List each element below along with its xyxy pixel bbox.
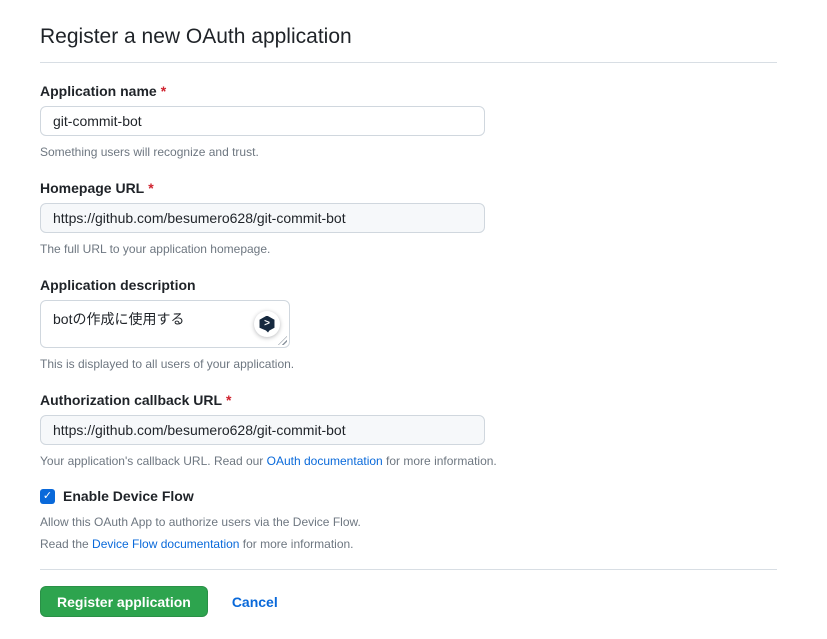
app-description-label: Application description bbox=[40, 277, 196, 293]
oauth-documentation-link[interactable]: OAuth documentation bbox=[266, 454, 383, 468]
callback-url-note-after: for more information. bbox=[382, 454, 497, 468]
device-flow-row: ✓ Enable Device Flow bbox=[40, 488, 777, 504]
title-divider bbox=[40, 62, 777, 63]
app-description-note: This is displayed to all users of your a… bbox=[40, 357, 295, 371]
callback-url-group: Authorization callback URL* Your applica… bbox=[40, 392, 777, 469]
app-name-label-text: Application name bbox=[40, 83, 157, 99]
homepage-url-label-text: Homepage URL bbox=[40, 180, 145, 196]
callback-url-note-before: Your application's callback URL. Read ou… bbox=[40, 454, 267, 468]
homepage-url-group: Homepage URL* The full URL to your appli… bbox=[40, 180, 777, 257]
device-flow-documentation-link[interactable]: Device Flow documentation bbox=[92, 537, 240, 551]
app-description-group: Application description > This is displa… bbox=[40, 277, 777, 372]
homepage-url-label: Homepage URL* bbox=[40, 180, 777, 196]
callback-url-label: Authorization callback URL* bbox=[40, 392, 777, 408]
device-flow-note-2-before: Read the bbox=[40, 537, 93, 551]
app-name-input[interactable] bbox=[40, 106, 485, 136]
callback-url-label-text: Authorization callback URL bbox=[40, 392, 223, 408]
textarea-resize-handle-icon[interactable] bbox=[278, 336, 287, 345]
required-asterisk: * bbox=[148, 180, 154, 196]
callback-url-input[interactable] bbox=[40, 415, 485, 445]
app-name-label: Application name* bbox=[40, 83, 777, 99]
actions-divider bbox=[40, 569, 777, 570]
device-flow-checkbox[interactable]: ✓ bbox=[40, 488, 55, 504]
app-description-textarea-wrap: > bbox=[40, 300, 290, 348]
homepage-url-input[interactable] bbox=[40, 203, 485, 233]
app-name-group: Application name* Something users will r… bbox=[40, 83, 777, 160]
homepage-url-note: The full URL to your application homepag… bbox=[40, 242, 271, 256]
device-flow-note-1: Allow this OAuth App to authorize users … bbox=[40, 515, 361, 529]
chat-code-icon: > bbox=[259, 315, 275, 333]
required-asterisk: * bbox=[226, 392, 232, 408]
app-description-textarea[interactable] bbox=[40, 300, 290, 348]
device-flow-note-2: Read the Device Flow documentation for m… bbox=[40, 536, 777, 552]
required-asterisk: * bbox=[160, 83, 167, 99]
device-flow-label: Enable Device Flow bbox=[63, 488, 194, 504]
page-title: Register a new OAuth application bbox=[40, 25, 352, 48]
check-icon: ✓ bbox=[42, 489, 53, 502]
register-application-button[interactable]: Register application bbox=[40, 586, 208, 617]
callback-url-note: Your application's callback URL. Read ou… bbox=[40, 453, 777, 469]
cancel-link[interactable]: Cancel bbox=[231, 593, 278, 610]
device-flow-note-2-after: for more information. bbox=[239, 537, 354, 551]
browser-extension-badge[interactable]: > bbox=[254, 311, 280, 337]
form-actions: Register application Cancel bbox=[40, 586, 777, 617]
app-name-note: Something users will recognize and trust… bbox=[40, 145, 259, 159]
